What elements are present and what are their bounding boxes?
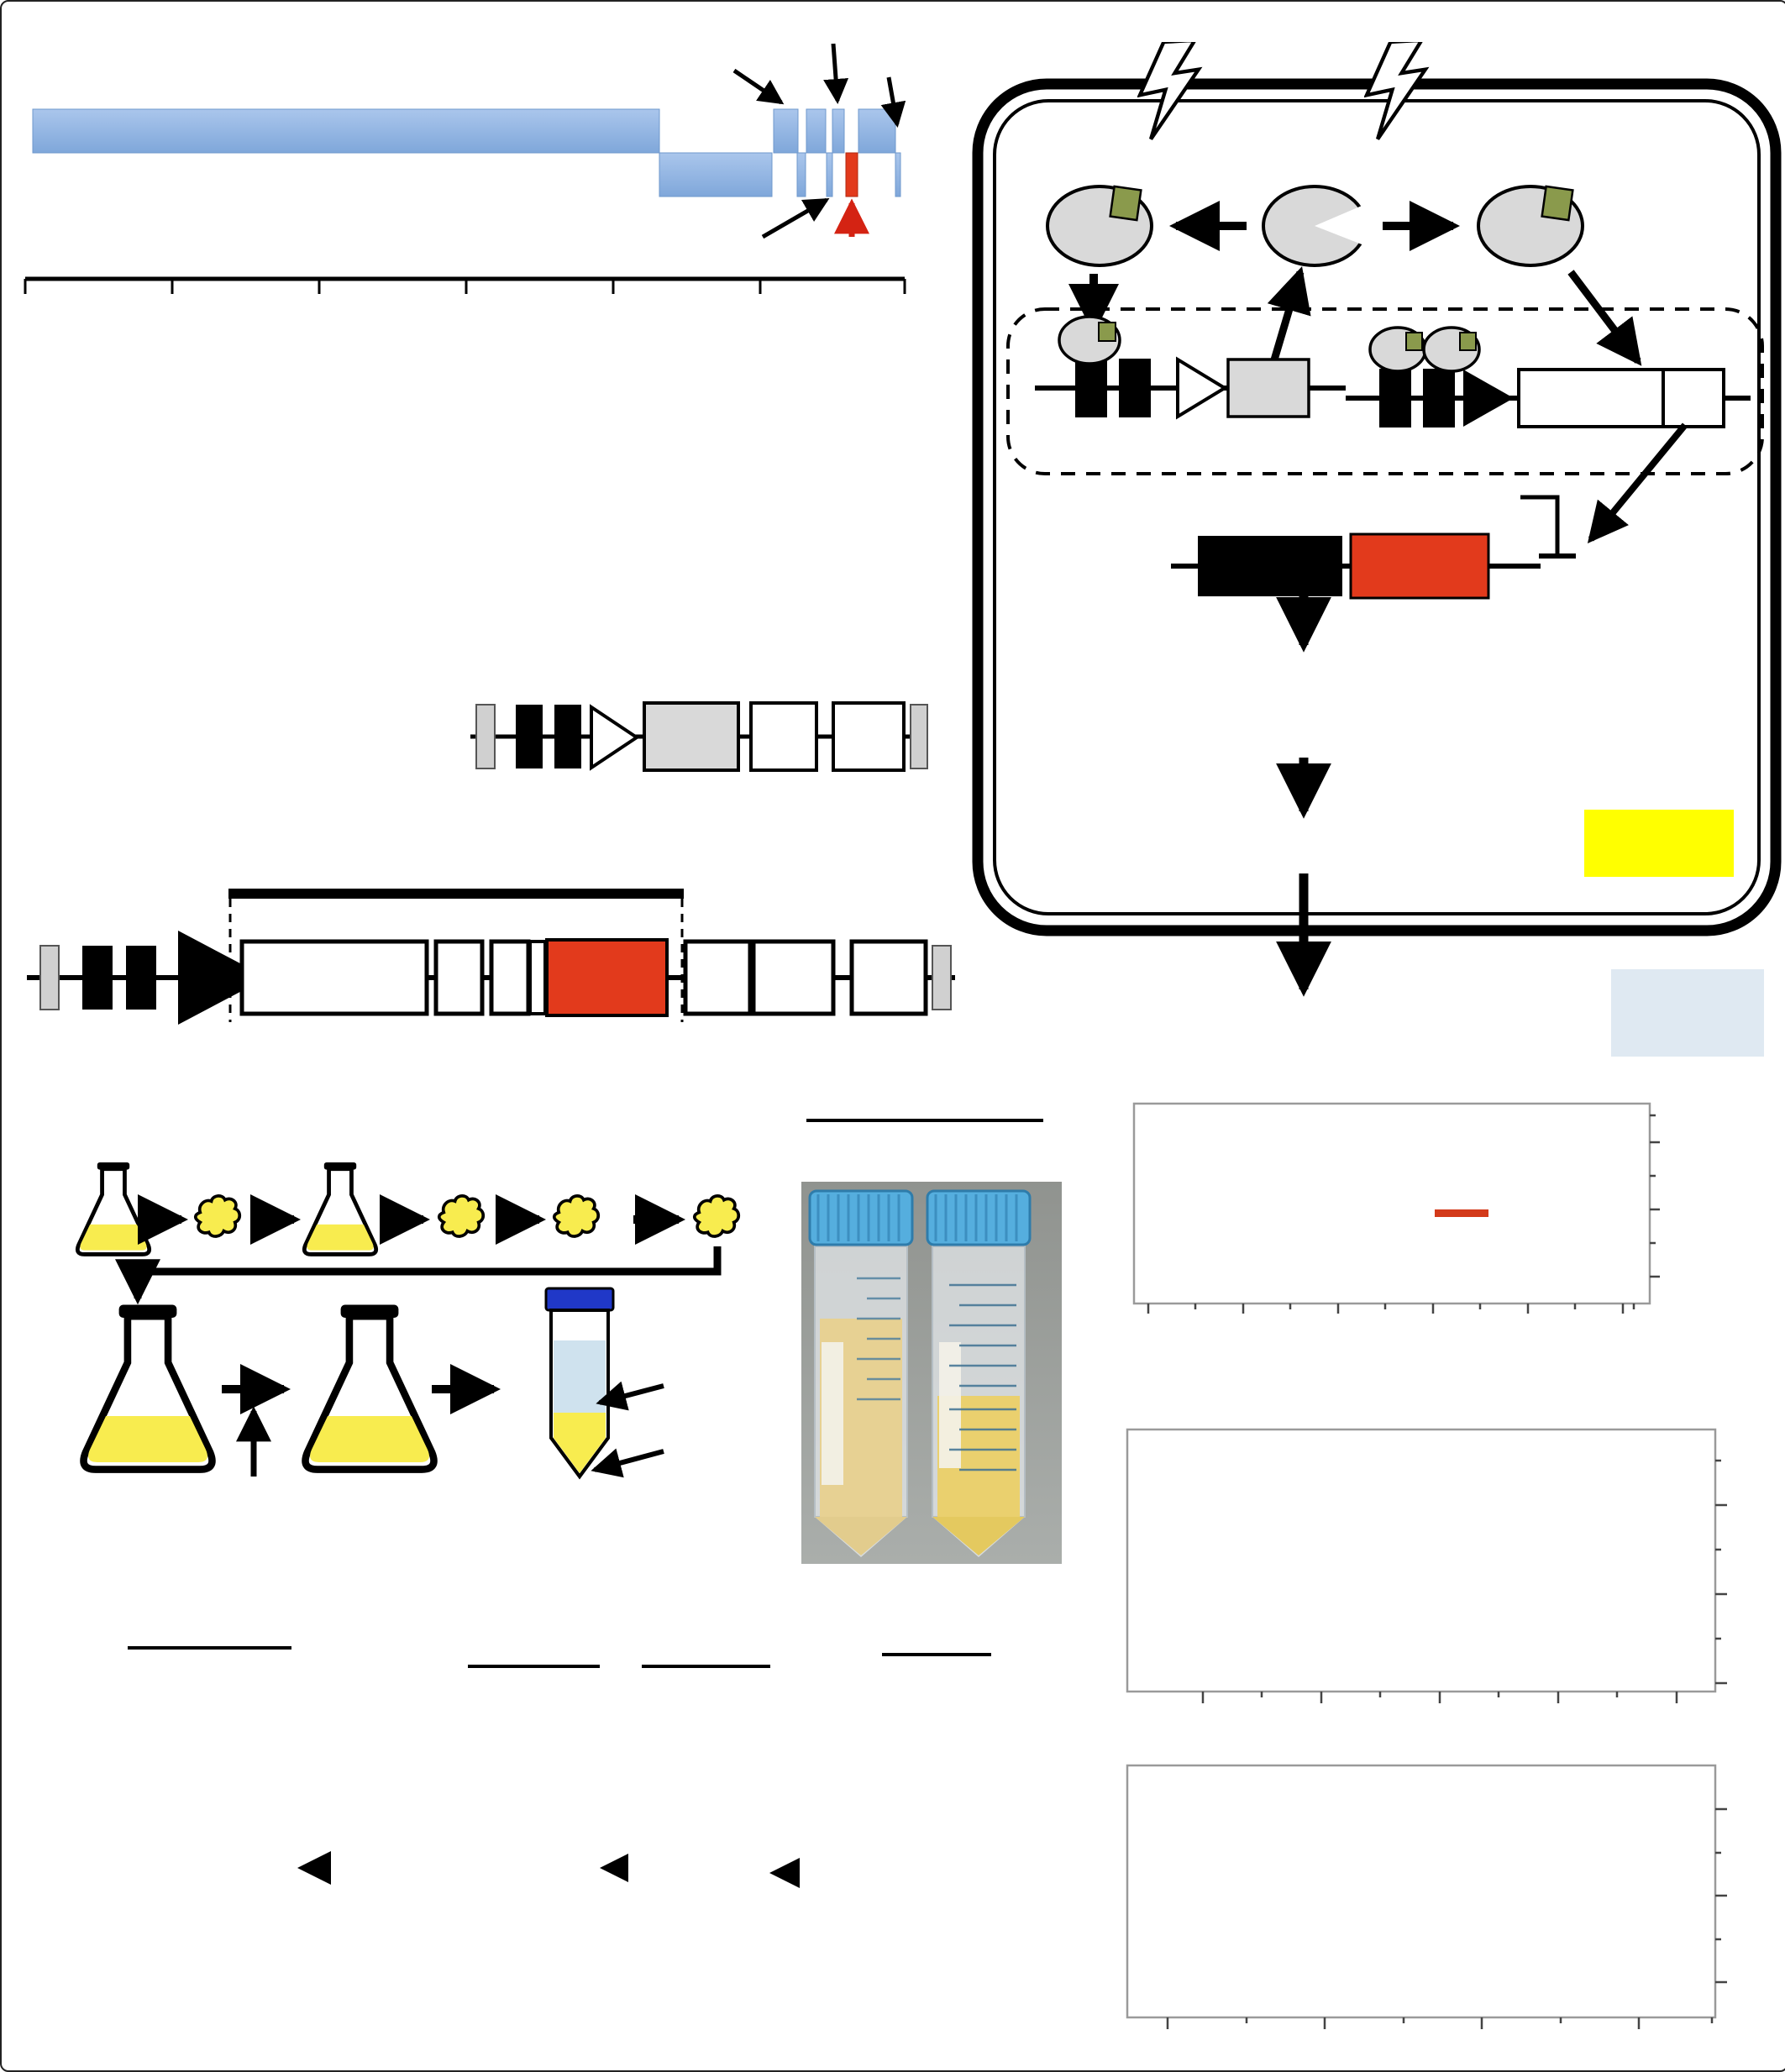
figure-root [0,0,1785,2072]
labels-layer [2,2,1785,2070]
